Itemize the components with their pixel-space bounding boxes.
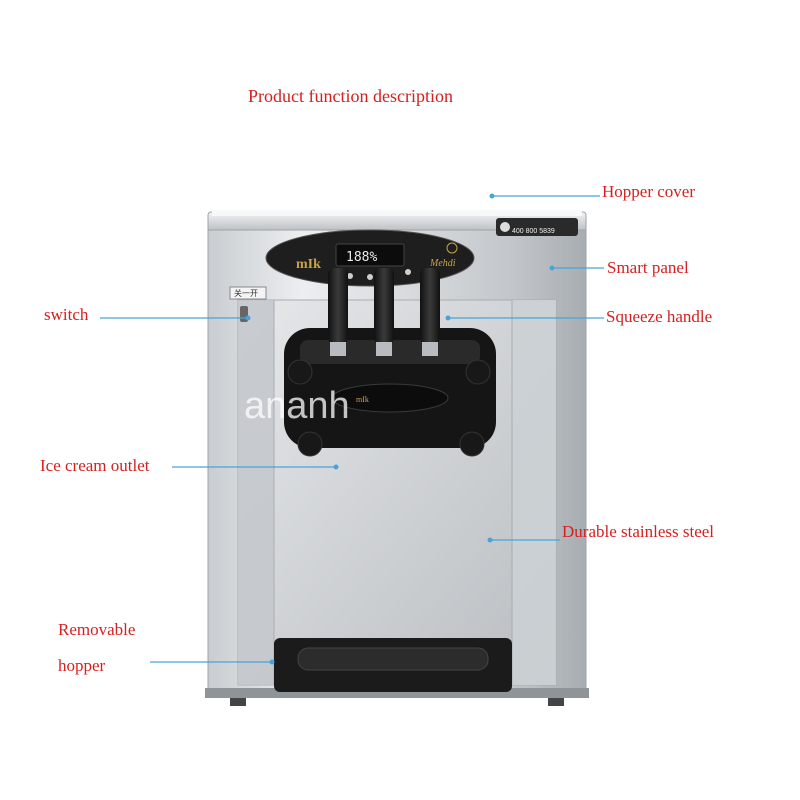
label-squeeze-handle: Squeeze handle (606, 307, 713, 326)
machine-body (205, 229, 589, 706)
head-logo: mIk (356, 395, 369, 404)
panel-logo: mIk (296, 257, 321, 272)
squeeze-handles (328, 268, 440, 356)
drip-tray (274, 638, 512, 692)
watermark-text: ananh (244, 385, 350, 427)
label-removable-line2: hopper (58, 656, 106, 675)
label-switch: switch (44, 305, 89, 324)
panel-brand: Mehdi (429, 258, 456, 269)
label-removable-line1: Removable (58, 620, 136, 639)
smart-panel: mIk 188% Mehdi (265, 229, 475, 287)
page-title: Product function description (248, 86, 453, 106)
label-ice-cream-outlet: Ice cream outlet (40, 456, 150, 475)
switch-tag: 关一开 (234, 288, 258, 298)
label-smart-panel: Smart panel (607, 258, 689, 277)
leader-lines (100, 193, 604, 665)
phone-badge: 400 800 5839 (496, 218, 578, 236)
label-hopper-cover: Hopper cover (602, 182, 695, 201)
label-durable-stainless-steel: Durable stainless steel (562, 522, 715, 541)
dispensing-head: mIk (284, 328, 496, 457)
panel-display: 188% (346, 250, 377, 265)
phone-number: 400 800 5839 (512, 228, 555, 235)
